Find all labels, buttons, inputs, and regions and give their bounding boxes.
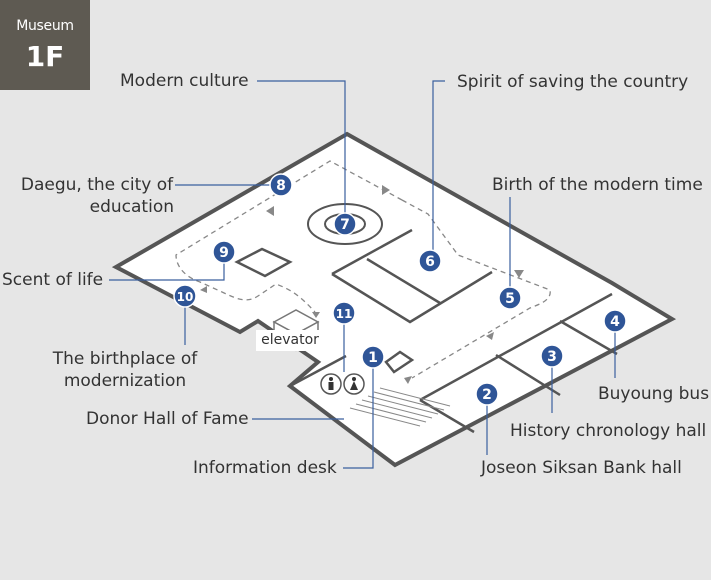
- floor-badge-floor: 1F: [25, 40, 65, 73]
- marker-circle: [212, 240, 236, 264]
- label-history-chronology: History chronology hall: [510, 421, 707, 441]
- label-daegu-line1: Daegu, the city of: [20, 175, 174, 195]
- marker-11: 11: [332, 301, 356, 325]
- label-birth-modern-time: Birth of the modern time: [492, 175, 703, 195]
- floor-badge: Museum 1F: [0, 0, 90, 90]
- marker-8: 8: [269, 173, 293, 197]
- interior-walls: [234, 228, 618, 434]
- marker-circle: [269, 173, 293, 197]
- route-arrow-icon: [200, 185, 524, 384]
- marker-number: 3: [547, 349, 557, 365]
- marker-number: 5: [505, 291, 515, 307]
- marker-number: 8: [276, 178, 286, 194]
- marker-7: 7: [333, 212, 357, 236]
- marker-9: 9: [212, 240, 236, 264]
- stairs-icon: [349, 387, 451, 427]
- marker-number: 10: [177, 290, 194, 304]
- marker-number: 11: [336, 307, 353, 321]
- marker-4: 4: [603, 309, 627, 333]
- marker-circle: [173, 284, 197, 308]
- label-birthplace-modernization: The birthplace of modernization: [48, 348, 202, 392]
- marker-number: 1: [368, 350, 378, 366]
- marker-number: 2: [482, 387, 492, 403]
- marker-number: 6: [425, 254, 435, 270]
- label-scent-of-life: Scent of life: [2, 270, 104, 290]
- label-joseon-siksan: Joseon Siksan Bank hall: [481, 458, 682, 478]
- marker-circle: [498, 286, 522, 310]
- route-path: [175, 160, 551, 379]
- marker-1: 1: [361, 345, 385, 369]
- marker-6: 6: [418, 249, 442, 273]
- label-daegu-line2: education: [89, 197, 174, 217]
- restroom-female-icon: [343, 373, 365, 395]
- restroom-male-icon: [320, 373, 342, 395]
- marker-circle: [418, 249, 442, 273]
- label-spirit-of-saving: Spirit of saving the country: [457, 72, 689, 92]
- marker-circle: [332, 301, 356, 325]
- marker-10: 10: [173, 284, 197, 308]
- marker-circle: [361, 345, 385, 369]
- marker-number: 9: [219, 245, 229, 261]
- marker-number: 4: [610, 314, 620, 330]
- marker-circle: [333, 212, 357, 236]
- marker-circle: [603, 309, 627, 333]
- marker-layer: 1 2 3 4 5 6 7 8 9 10 11: [173, 173, 627, 406]
- marker-number: 7: [340, 217, 350, 233]
- label-birthplace-line2: modernization: [63, 371, 187, 391]
- marker-circle: [540, 344, 564, 368]
- label-information-desk: Information desk: [193, 458, 337, 478]
- label-donor-hall: Donor Hall of Fame: [86, 409, 249, 429]
- marker-2: 2: [475, 382, 499, 406]
- marker-circle: [475, 382, 499, 406]
- label-daegu-education: Daegu, the city of education: [20, 174, 174, 218]
- label-buyoung-bus: Buyoung bus: [598, 384, 710, 404]
- label-modern-culture: Modern culture: [120, 71, 249, 91]
- marker-3: 3: [540, 344, 564, 368]
- floor-badge-label: Museum: [16, 18, 74, 34]
- label-birthplace-line1: The birthplace of: [52, 349, 198, 369]
- elevator-label: elevator: [256, 330, 324, 351]
- marker-5: 5: [498, 286, 522, 310]
